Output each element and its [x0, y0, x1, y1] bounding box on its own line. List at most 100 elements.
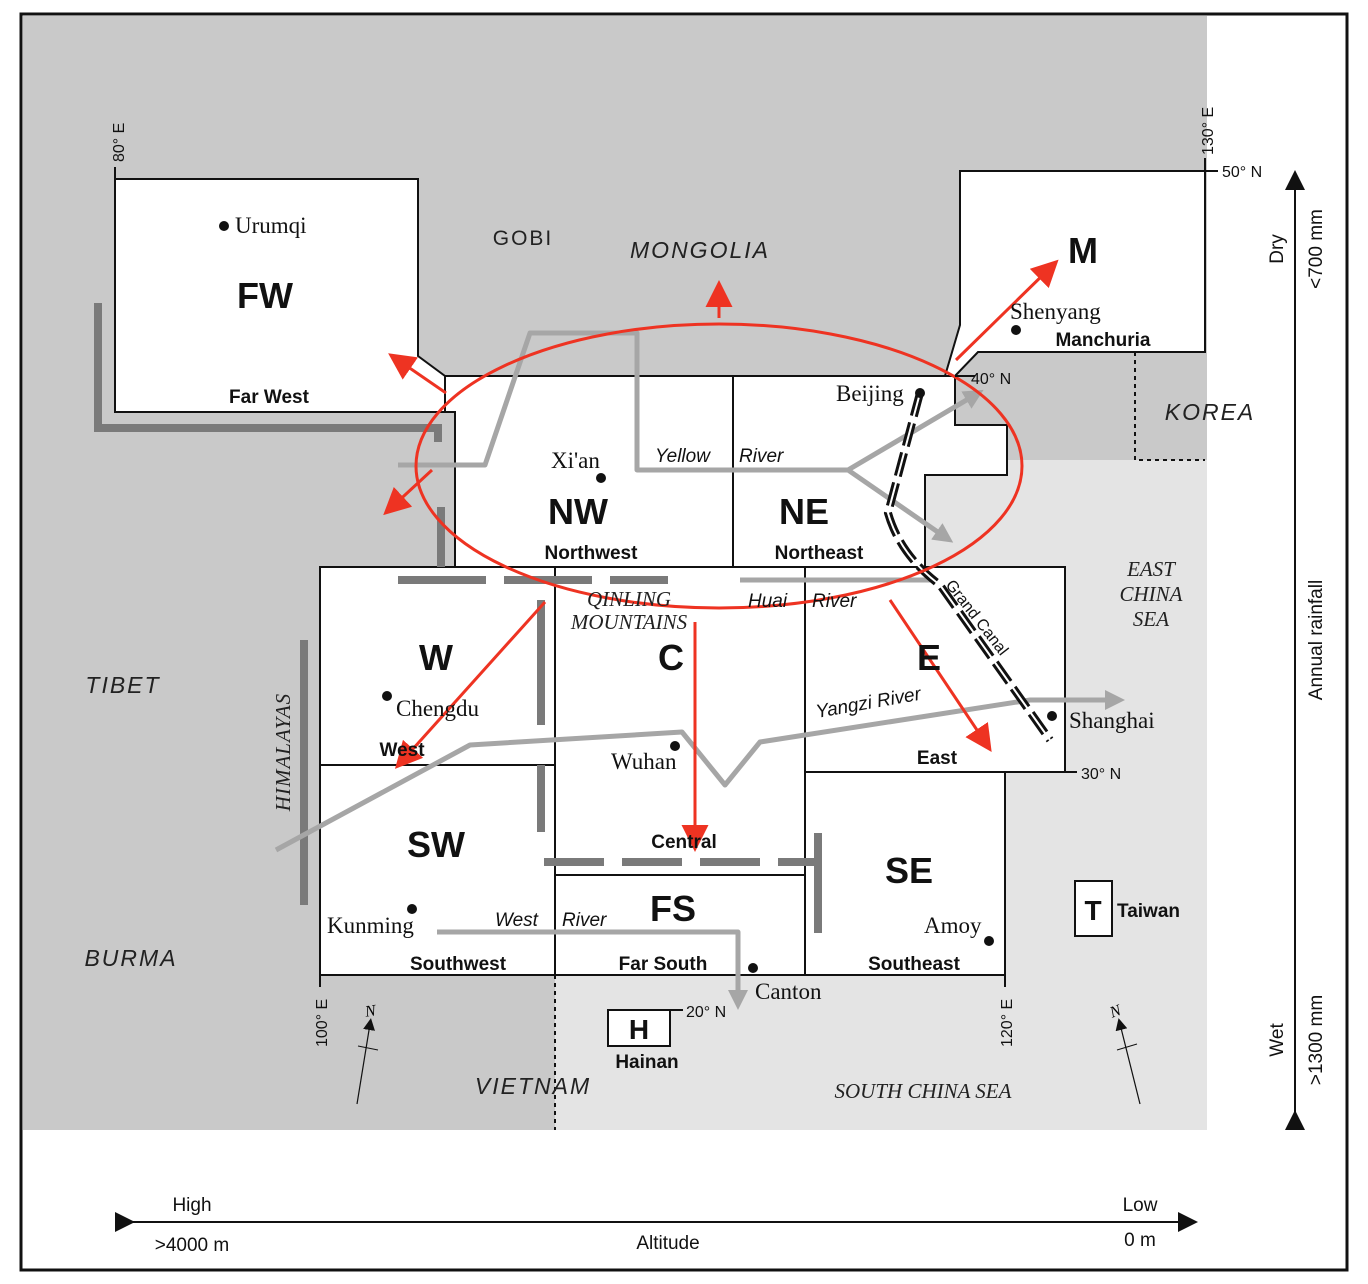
huai-river-label-1: Huai [748, 591, 788, 612]
yangzi-river [274, 690, 1125, 853]
arrow-manchuria [954, 259, 1059, 362]
amoy-label: Amoy [924, 913, 982, 938]
northeast-name: Northeast [775, 543, 864, 564]
northwest-name: Northwest [545, 543, 639, 564]
hainan-code: H [629, 1014, 649, 1045]
north-arrow-west-label: N [363, 1002, 378, 1021]
west-river [437, 929, 748, 1010]
canton-dot [748, 963, 758, 973]
yellow-river-label-1: Yellow [655, 446, 711, 467]
southwest-name: Southwest [410, 954, 507, 975]
qinling-label-1: QINLING [587, 587, 671, 611]
southeast-name: Southeast [868, 954, 961, 975]
central-code: C [658, 637, 684, 678]
huai-river-label-2: River [812, 591, 857, 612]
region-southwest [319, 764, 556, 976]
kunming-dot [407, 904, 417, 914]
altitude-axis: Altitude High >4000 m Low 0 m [115, 1195, 1198, 1256]
arrow-west-out [383, 468, 434, 516]
region-manchuria [943, 170, 1206, 377]
grand-canal [883, 391, 1054, 743]
diffusion-arrows [383, 259, 1059, 852]
far-south-code: FS [650, 888, 696, 929]
tibet-label: TIBET [85, 672, 160, 698]
lat-50n: 50° N [1222, 164, 1262, 181]
lon-130e: 130° E [1200, 107, 1217, 155]
urumqi-dot [219, 221, 229, 231]
south-china-sea-label: SOUTH CHINA SEA [835, 1079, 1012, 1103]
altitude-low: Low [1123, 1195, 1158, 1216]
southeast-code: SE [885, 850, 933, 891]
rainfall-dry: Dry [1267, 234, 1288, 264]
east-code: E [917, 637, 941, 678]
northwest-code: NW [548, 491, 608, 532]
qinling-label-2: MOUNTAINS [570, 610, 688, 634]
lon-100e: 100° E [314, 999, 331, 1047]
taiwan-name: Taiwan [1117, 901, 1180, 922]
lat-20n: 20° N [686, 1004, 726, 1021]
mountain-barriers [94, 303, 822, 933]
rainfall-wet-value: >1300 mm [1306, 995, 1327, 1085]
rainfall-wet: Wet [1267, 1023, 1288, 1057]
northeast-code: NE [779, 491, 829, 532]
west-river-label-2: River [562, 910, 607, 931]
altitude-axis-title: Altitude [636, 1233, 699, 1254]
beijing-dot [915, 388, 925, 398]
urumqi-label: Urumqi [235, 213, 307, 238]
mongolia-label: MONGOLIA [630, 237, 770, 263]
rainfall-axis: Annual rainfall Dry <700 mm Wet >1300 mm [1267, 170, 1327, 1130]
lon-80e: 80° E [111, 123, 128, 162]
west-river-label-1: West [495, 910, 539, 931]
region-hainan [607, 1009, 671, 1047]
altitude-high-value: >4000 m [155, 1235, 229, 1256]
xian-dot [596, 473, 606, 483]
east-china-sea-label-1: EAST [1126, 557, 1176, 581]
gobi-label: GOBI [493, 227, 554, 250]
region-taiwan [1074, 880, 1113, 937]
shanghai-dot [1047, 711, 1057, 721]
east-china-sea-label-3: SEA [1133, 607, 1169, 631]
core-region-ellipse [414, 322, 1024, 610]
region-central [554, 566, 806, 876]
east-china-sea-label-2: CHINA [1120, 582, 1183, 606]
far-west-name: Far West [229, 387, 310, 408]
yellow-river-branch [846, 467, 954, 543]
lon-120e: 120° E [999, 999, 1016, 1047]
korea-label: KOREA [1165, 399, 1256, 425]
taiwan-code: T [1084, 895, 1101, 926]
north-arrow-west: N [356, 1002, 378, 1105]
canton-label: Canton [755, 979, 822, 1004]
hainan-name: Hainan [615, 1052, 678, 1073]
lat-30n: 30° N [1081, 766, 1121, 783]
xian-label: Xi'an [551, 448, 600, 473]
shenyang-label: Shenyang [1010, 299, 1101, 324]
shanghai-label: Shanghai [1069, 708, 1155, 733]
vietnam-label: VIETNAM [475, 1073, 591, 1099]
rainfall-axis-title: Annual rainfall [1306, 580, 1327, 700]
korea-border [1134, 352, 1205, 461]
altitude-high: High [172, 1195, 211, 1216]
chengdu-dot [382, 691, 392, 701]
city-dots [219, 221, 1057, 973]
southwest-code: SW [407, 824, 465, 865]
east-name: East [917, 748, 958, 769]
coordinate-ticks [114, 158, 1218, 1011]
rainfall-dry-value: <700 mm [1306, 209, 1327, 289]
regions-layer [114, 170, 1206, 1047]
yellow-river-label-2: River [739, 446, 784, 467]
arrow-east [888, 599, 992, 752]
far-west-barrier [94, 303, 442, 442]
amoy-dot [984, 936, 994, 946]
rivers [274, 330, 1125, 1010]
kunming-label: Kunming [327, 913, 414, 938]
far-south-name: Far South [619, 954, 708, 975]
altitude-low-value: 0 m [1124, 1230, 1156, 1251]
wuhan-label: Wuhan [611, 749, 677, 774]
beijing-label: Beijing [836, 381, 904, 406]
himalayas-label: HIMALAYAS [271, 693, 295, 812]
arrow-far-west [388, 353, 447, 395]
wuhan-dot [670, 741, 680, 751]
west-name: West [379, 740, 425, 761]
shenyang-dot [1011, 325, 1021, 335]
